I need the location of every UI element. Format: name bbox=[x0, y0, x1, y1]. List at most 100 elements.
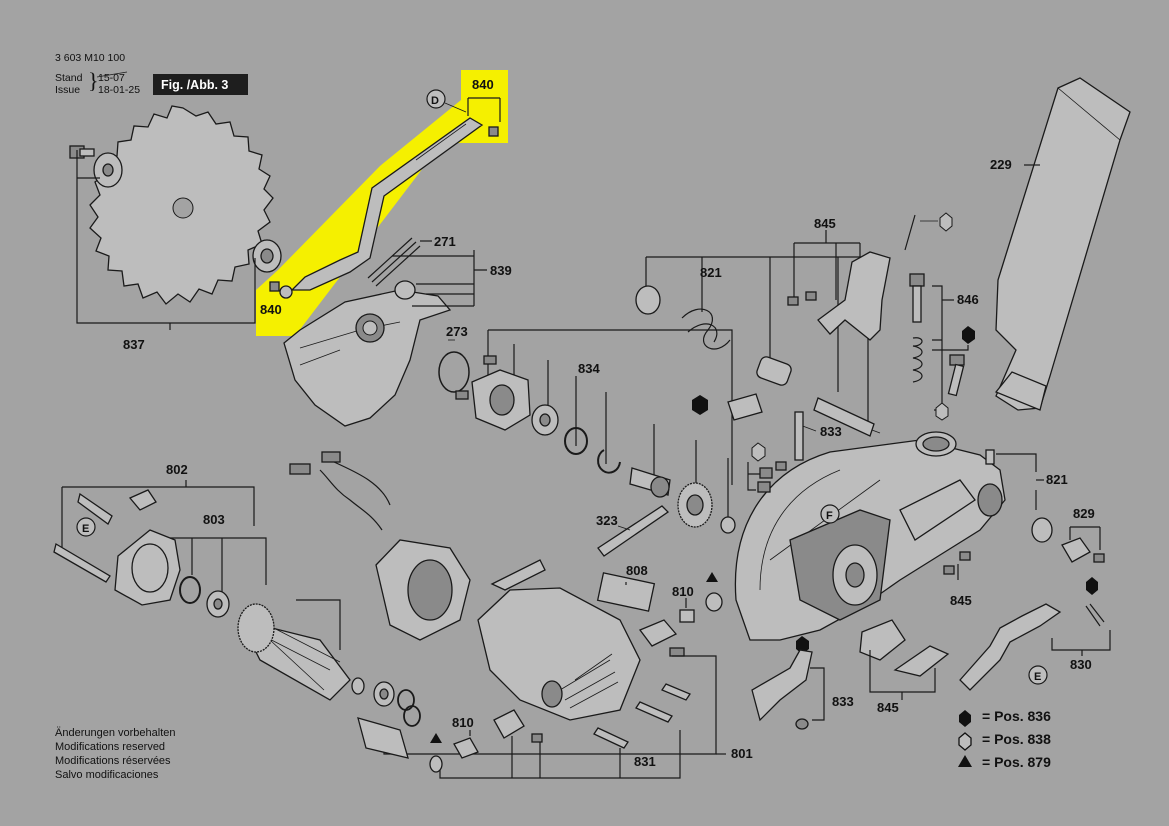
bracket-830 bbox=[1051, 630, 1111, 651]
hex-nut-838-b bbox=[935, 402, 949, 421]
blade-bolt bbox=[69, 145, 95, 159]
motor-end-cap bbox=[114, 529, 181, 606]
bearing-803 bbox=[206, 590, 230, 618]
legend-hex-outline-icon bbox=[958, 732, 972, 751]
bracket-803 bbox=[170, 537, 267, 592]
callout-801: 801 bbox=[731, 746, 753, 761]
strike-line bbox=[96, 71, 128, 78]
spring-271 bbox=[367, 237, 421, 287]
figure-label: Fig. /Abb. 3 bbox=[161, 78, 228, 92]
lower-blade-guard-housing bbox=[734, 439, 1006, 641]
note-fr: Modifications réservées bbox=[55, 755, 171, 767]
bearing-839 bbox=[394, 280, 416, 300]
legend-879: = Pos. 879 bbox=[982, 754, 1051, 770]
ball-bearing bbox=[531, 404, 559, 436]
hex-nut-838-c bbox=[751, 442, 766, 462]
snap-ring bbox=[597, 449, 621, 474]
hex-nut-836-d bbox=[796, 636, 809, 654]
legend-triangle-icon bbox=[958, 755, 972, 767]
stand-date: 15-07 bbox=[98, 72, 125, 84]
motor-housing bbox=[477, 587, 641, 721]
note-de: Änderungen vorbehalten bbox=[55, 727, 175, 739]
bracket-839 bbox=[392, 250, 487, 307]
callout-229: 229 bbox=[990, 157, 1012, 172]
note-es: Salvo modificaciones bbox=[55, 769, 159, 781]
callout-803: 803 bbox=[203, 512, 225, 527]
circlip bbox=[564, 427, 588, 455]
callout-845-top: 845 bbox=[814, 216, 836, 231]
marker-e-right-label: E bbox=[1034, 671, 1041, 683]
issue-label: Issue bbox=[55, 84, 80, 96]
bracket-840-top bbox=[467, 97, 501, 122]
stator-field bbox=[375, 539, 471, 641]
sleeve-821 bbox=[756, 356, 792, 386]
bracket-845-top bbox=[793, 230, 861, 300]
screw-840-top bbox=[488, 126, 499, 137]
label-plate bbox=[357, 717, 409, 759]
marker-d-label: D bbox=[431, 95, 439, 107]
callout-273: 273 bbox=[446, 324, 468, 339]
callout-840-top: 840 bbox=[472, 77, 494, 92]
marker-f-label: F bbox=[826, 510, 833, 522]
brush-cap-831 bbox=[493, 709, 525, 739]
screw-834b bbox=[455, 390, 469, 400]
callout-829: 829 bbox=[1073, 506, 1095, 521]
rod-pin bbox=[904, 214, 916, 251]
spring-830 bbox=[1085, 603, 1105, 627]
bolt-846 bbox=[909, 273, 925, 323]
legend-838: = Pos. 838 bbox=[982, 731, 1051, 747]
screw-834 bbox=[483, 355, 497, 365]
label-808 bbox=[596, 572, 656, 612]
triangle-879-a bbox=[706, 572, 718, 582]
plate-845a bbox=[859, 619, 906, 661]
upper-blade-guard bbox=[283, 289, 452, 427]
figure-label-box bbox=[153, 74, 248, 95]
wire-harness bbox=[319, 469, 383, 531]
part-number: 3 603 M10 100 bbox=[55, 52, 125, 64]
marker-d bbox=[426, 89, 446, 109]
spindle-shaft bbox=[629, 467, 671, 498]
pivot-shaft bbox=[813, 397, 875, 437]
callout-845-bot: 845 bbox=[877, 700, 899, 715]
marker-e-right bbox=[1028, 665, 1048, 685]
callout-833-bot: 833 bbox=[832, 694, 854, 709]
clip-829 bbox=[1061, 537, 1091, 563]
screw-802a bbox=[77, 492, 113, 525]
issue-date: 18-01-25 bbox=[98, 84, 140, 96]
callout-323: 323 bbox=[596, 513, 618, 528]
callout-821-top: 821 bbox=[700, 265, 722, 280]
bracket-831 bbox=[439, 730, 681, 779]
legend-hex-filled-icon bbox=[959, 710, 971, 727]
clip-821 bbox=[635, 285, 661, 315]
plate-845b bbox=[893, 645, 950, 677]
spindle-gear bbox=[677, 482, 713, 528]
slider-821 bbox=[727, 393, 763, 421]
legend-836: = Pos. 836 bbox=[982, 708, 1051, 724]
callout-808: 808 bbox=[626, 563, 648, 578]
handle-229 bbox=[994, 77, 1131, 411]
hex-nut-836-b bbox=[962, 326, 975, 344]
marker-f bbox=[820, 504, 840, 524]
bracket-833-bot bbox=[810, 667, 825, 721]
torsion-spring bbox=[681, 308, 731, 350]
callout-834: 834 bbox=[578, 361, 600, 376]
callout-837: 837 bbox=[123, 337, 145, 352]
spindle-washer bbox=[720, 516, 736, 534]
screw-846b bbox=[947, 354, 965, 397]
callout-840-left: 840 bbox=[260, 302, 282, 317]
hex-nut-836-a bbox=[692, 395, 708, 415]
callout-830: 830 bbox=[1070, 657, 1092, 672]
brace: } bbox=[88, 68, 99, 93]
callout-831: 831 bbox=[634, 754, 656, 769]
connector-a bbox=[289, 463, 311, 475]
saw-blade bbox=[89, 105, 274, 305]
lever-830 bbox=[959, 603, 1062, 691]
ring-273 bbox=[438, 351, 470, 393]
screw-802b bbox=[53, 542, 111, 583]
blade-flange-outer bbox=[93, 152, 123, 188]
bracket-837 bbox=[76, 150, 256, 324]
clip-802 bbox=[128, 489, 157, 511]
callout-845-mid: 845 bbox=[950, 593, 972, 608]
label-323 bbox=[597, 505, 670, 557]
